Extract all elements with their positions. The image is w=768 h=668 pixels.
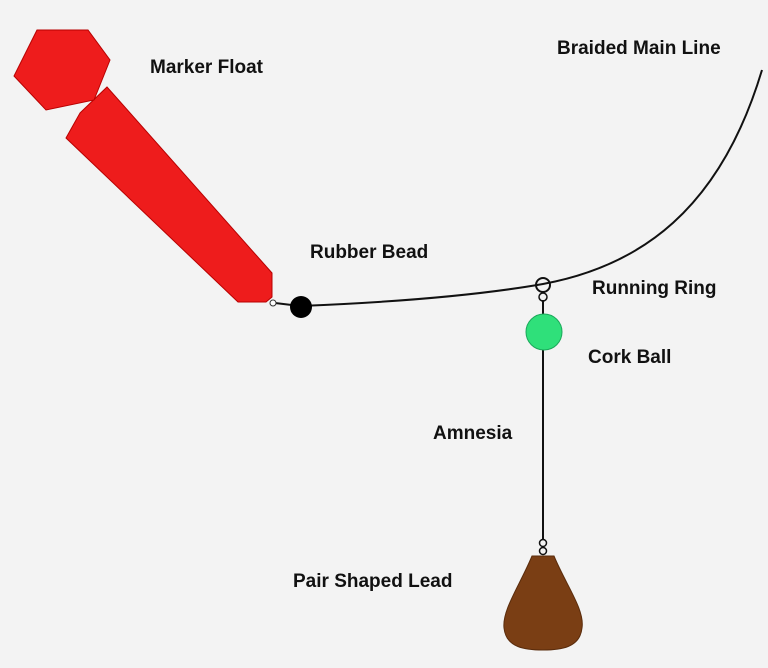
braided-main-line-label: Braided Main Line bbox=[557, 38, 721, 59]
braided-main-line bbox=[274, 69, 763, 308]
running-ring-link bbox=[538, 292, 548, 302]
cork-ball bbox=[525, 313, 563, 351]
running-ring-label: Running Ring bbox=[592, 278, 717, 299]
float-swivel bbox=[269, 299, 277, 307]
running-ring bbox=[535, 277, 551, 293]
cork-ball-label: Cork Ball bbox=[588, 347, 672, 368]
marker-float-label: Marker Float bbox=[150, 57, 263, 78]
amnesia-label: Amnesia bbox=[433, 423, 513, 444]
lead-swivel-top bbox=[538, 538, 548, 548]
marker-float-body bbox=[65, 86, 273, 303]
rubber-bead-label: Rubber Bead bbox=[310, 242, 429, 263]
rubber-bead bbox=[290, 296, 312, 318]
pair-shaped-lead bbox=[503, 555, 583, 651]
marker-float-head bbox=[13, 29, 111, 111]
lead-swivel-bottom bbox=[538, 546, 548, 556]
pair-shaped-lead-label: Pair Shaped Lead bbox=[293, 571, 453, 592]
